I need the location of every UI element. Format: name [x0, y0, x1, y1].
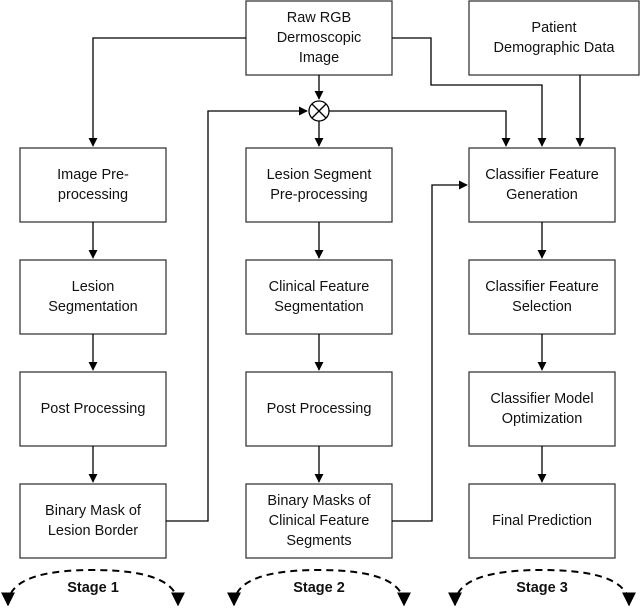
- clinical-feature-segmentation-box: [245, 259, 393, 335]
- raw-image-box: [245, 0, 393, 76]
- arrow-raw-to-image-preprocessing: [88, 37, 246, 147]
- binary-masks-clinical-box: [245, 483, 393, 559]
- stage-3-label: Stage 3: [516, 580, 568, 596]
- classifier-feature-generation-box: [468, 147, 616, 223]
- binary-mask-lesion-box: [19, 483, 167, 559]
- stage-1-label: Stage 1: [67, 580, 119, 596]
- stage-3-arc: [448, 568, 636, 607]
- final-prediction-box: [468, 483, 616, 559]
- classifier-feature-selection-box: [468, 259, 616, 335]
- arrow-raw-to-feature-generation: [392, 37, 547, 147]
- stage-2-label: Stage 2: [293, 580, 345, 596]
- multiply-junction-icon: [308, 100, 330, 122]
- post-processing-1-box: [19, 371, 167, 447]
- stage-2-arc: [227, 568, 411, 607]
- classifier-model-optimization-box: [468, 371, 616, 447]
- arrow-multiply-to-feature-generation: [329, 110, 511, 147]
- post-processing-2-box: [245, 371, 393, 447]
- arrow-lesion-mask-to-multiply: [166, 106, 308, 522]
- lesion-segmentation-box: [19, 259, 167, 335]
- patient-data-box: [468, 0, 640, 76]
- arrow-clinical-masks-to-feature-generation: [392, 180, 468, 522]
- stage-1-arc: [1, 568, 185, 607]
- lesion-segment-preprocessing-box: [245, 147, 393, 223]
- image-preprocessing-box: [19, 147, 167, 223]
